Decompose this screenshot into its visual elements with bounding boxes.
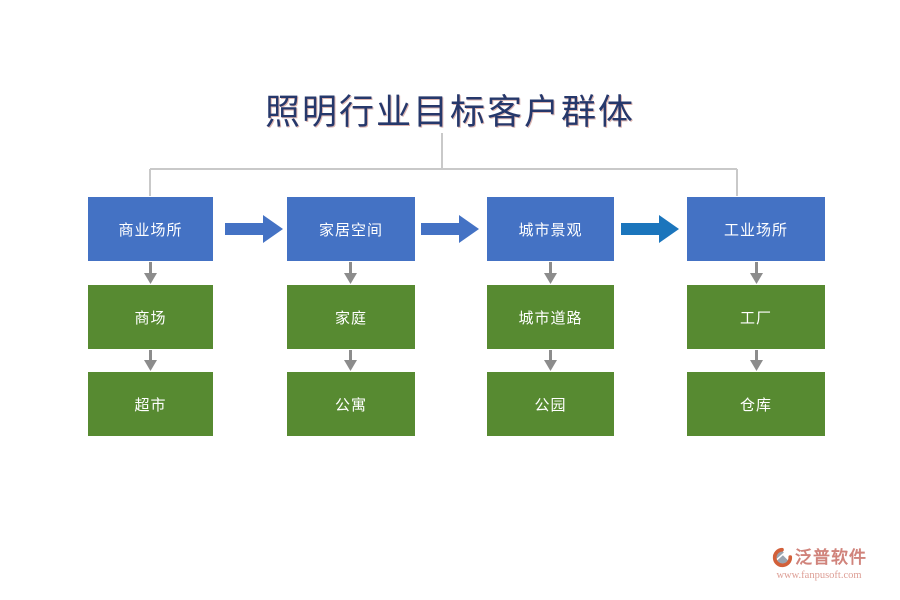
fanpu-logo-icon	[772, 547, 793, 568]
down-arrow-icon	[544, 350, 557, 371]
category-box-industrial: 工业场所	[687, 197, 825, 261]
child-box: 仓库	[687, 372, 825, 436]
right-arrow-icon	[225, 215, 283, 243]
watermark: 泛普软件 www.fanpusoft.com	[754, 547, 884, 582]
child-box: 公寓	[287, 372, 415, 436]
down-arrow-icon	[750, 262, 763, 284]
child-box: 城市道路	[487, 285, 614, 349]
down-arrow-icon	[344, 350, 357, 371]
watermark-brand: 泛普软件	[795, 547, 867, 567]
down-arrow-icon	[144, 262, 157, 284]
category-box-home: 家居空间	[287, 197, 415, 261]
child-box: 工厂	[687, 285, 825, 349]
right-arrow-icon	[421, 215, 479, 243]
child-box: 超市	[88, 372, 213, 436]
down-arrow-icon	[544, 262, 557, 284]
down-arrow-icon	[344, 262, 357, 284]
down-arrow-icon	[750, 350, 763, 371]
child-box: 商场	[88, 285, 213, 349]
category-box-cityscape: 城市景观	[487, 197, 614, 261]
child-box: 公园	[487, 372, 614, 436]
category-box-commercial: 商业场所	[88, 197, 213, 261]
page-title: 照明行业目标客户群体	[264, 93, 635, 132]
down-arrow-icon	[144, 350, 157, 371]
right-arrow-icon	[621, 215, 679, 243]
child-box: 家庭	[287, 285, 415, 349]
watermark-url: www.fanpusoft.com	[776, 570, 862, 581]
